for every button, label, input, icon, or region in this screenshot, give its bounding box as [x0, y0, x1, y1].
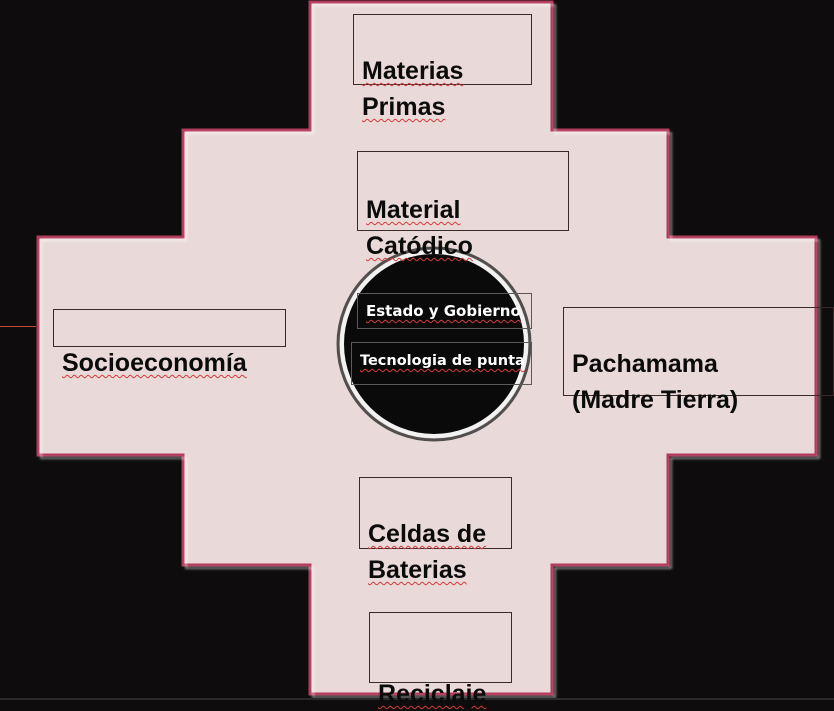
reciclaje-text: Reciclaje	[378, 680, 487, 708]
label-pachamama: Pachamama (Madre Tierra)	[563, 307, 834, 414]
label-material-catodico: Material Catódico	[357, 151, 569, 260]
material-catodico-text: Material Catódico	[366, 196, 473, 260]
label-socioeconomia: Socioeconomía	[53, 309, 286, 377]
label-celdas-baterias: Celdas de Baterias	[359, 477, 512, 584]
materias-primas-text: Materias Primas	[362, 57, 464, 121]
tecnologia-punta-text: Tecnologia de punta	[360, 353, 525, 369]
bottom-edge-line	[0, 698, 834, 700]
label-reciclaje: Reciclaje	[369, 612, 512, 708]
center-circle-outer-ring	[336, 246, 532, 442]
label-tecnologia-punta: Tecnologia de punta	[351, 342, 532, 385]
label-estado-gobierno: Estado y Gobierno	[357, 293, 532, 329]
center-circle	[340, 250, 528, 438]
cross-inner-shadow	[40, 4, 820, 698]
label-materias-primas: Materias Primas	[353, 14, 532, 121]
left-edge-line	[0, 326, 36, 327]
estado-gobierno-text: Estado y Gobierno	[366, 302, 521, 320]
socioeconomia-text: Socioeconomía	[62, 349, 247, 377]
pachamama-text: Pachamama (Madre Tierra)	[572, 350, 739, 414]
celdas-baterias-text: Celdas de Baterias	[368, 520, 487, 584]
